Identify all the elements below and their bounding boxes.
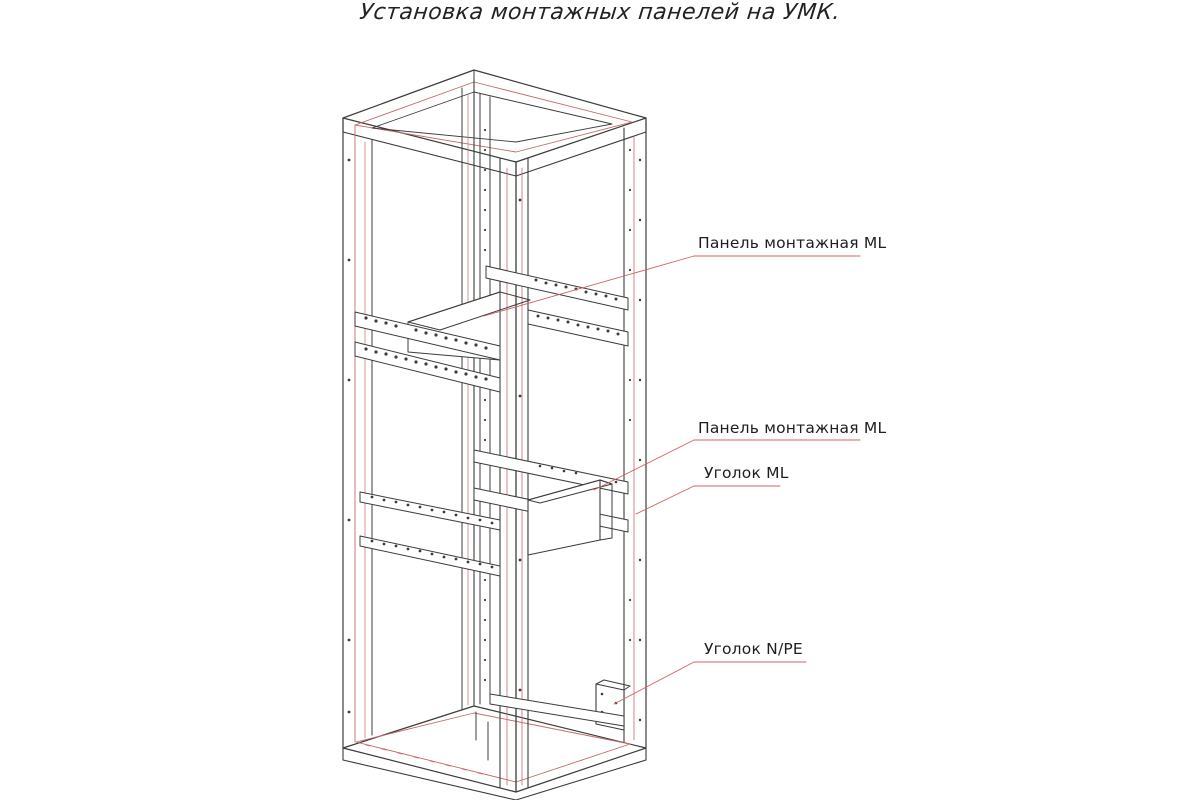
corner-npe <box>489 679 631 731</box>
leader-corner-npe <box>613 661 695 705</box>
upright-perforations <box>347 128 642 722</box>
upright-right <box>623 117 647 749</box>
mounting-panel-ml-upper <box>354 265 629 393</box>
upright-rear-left <box>461 79 475 711</box>
mounting-panel-ml-lower <box>359 449 629 577</box>
leader-panel-lower <box>593 439 695 491</box>
leader-lines <box>483 255 861 705</box>
upright-left-front <box>342 117 373 749</box>
label-corner-ml: Уголок ML <box>704 464 789 482</box>
leader-panel-upper <box>483 255 695 317</box>
label-panel-ml-lower: Панель монтажная ML <box>698 419 887 437</box>
upright-rear-inner <box>479 93 491 705</box>
label-corner-npe: Уголок N/PE <box>704 640 803 658</box>
label-panel-ml-upper: Панель монтажная ML <box>698 234 887 252</box>
leader-corner-ml <box>635 485 695 515</box>
top-frame <box>342 69 647 177</box>
